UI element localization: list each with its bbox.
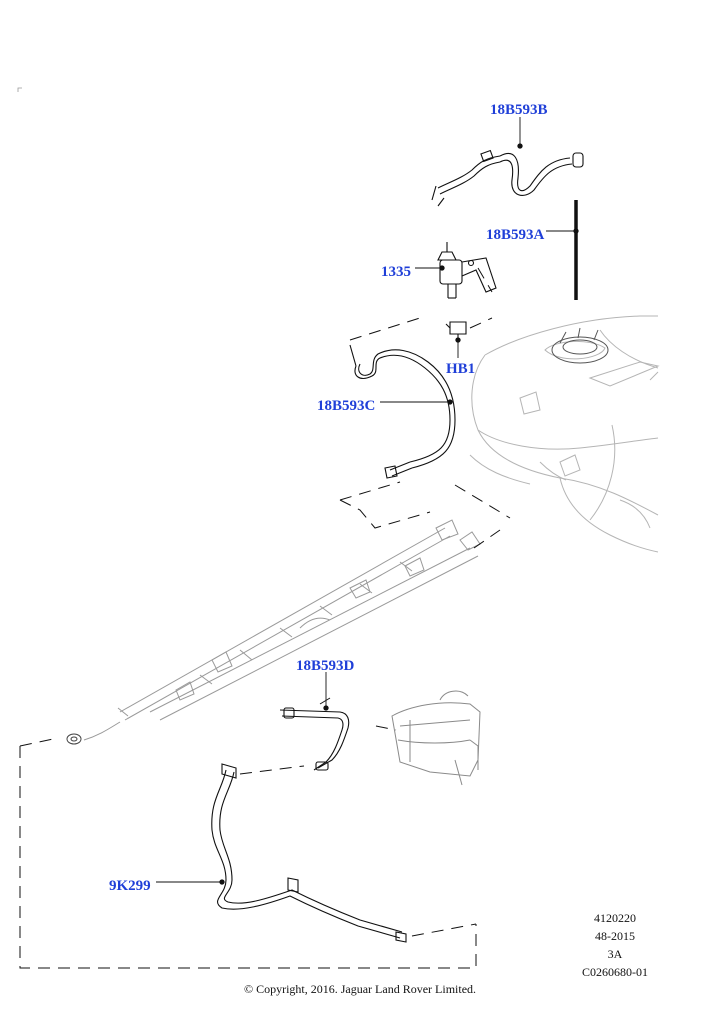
evap-canister-illustration [391, 690, 481, 786]
fuel-tank-illustration [469, 315, 660, 553]
illustration-reference-block: 4120220 48-2015 3A C0260680-01 [560, 909, 670, 981]
copyright-notice: © Copyright, 2016. Jaguar Land Rover Lim… [243, 982, 477, 996]
fuel-pump-flange [551, 327, 609, 364]
reference-code: 4120220 [594, 911, 636, 925]
callout-1335[interactable]: 1335 [381, 264, 411, 280]
callout-18b593b[interactable]: 18B593B [490, 102, 548, 118]
hose-18b593c [349, 344, 456, 479]
leader-lines [156, 117, 579, 885]
valve-1335 [437, 242, 497, 299]
fuel-line-assembly [83, 519, 481, 741]
dashed-connection-lines [19, 267, 511, 969]
callout-hb1[interactable]: HB1 [446, 361, 475, 377]
hose-18b593b [431, 149, 584, 207]
reference-date: 48-2015 [595, 929, 635, 943]
hose-18b593d [279, 707, 350, 771]
reference-revision: 3A [607, 947, 623, 961]
pipe-9k299 [211, 763, 407, 943]
callout-18b593c[interactable]: 18B593C [317, 398, 375, 414]
callout-9k299[interactable]: 9K299 [109, 878, 151, 894]
callout-18b593a[interactable]: 18B593A [486, 227, 545, 243]
corner-mark [17, 87, 22, 92]
reference-illustration-id: C0260680-01 [582, 965, 648, 979]
callout-18b593d[interactable]: 18B593D [296, 658, 355, 674]
rail-end-fitting [66, 733, 82, 745]
